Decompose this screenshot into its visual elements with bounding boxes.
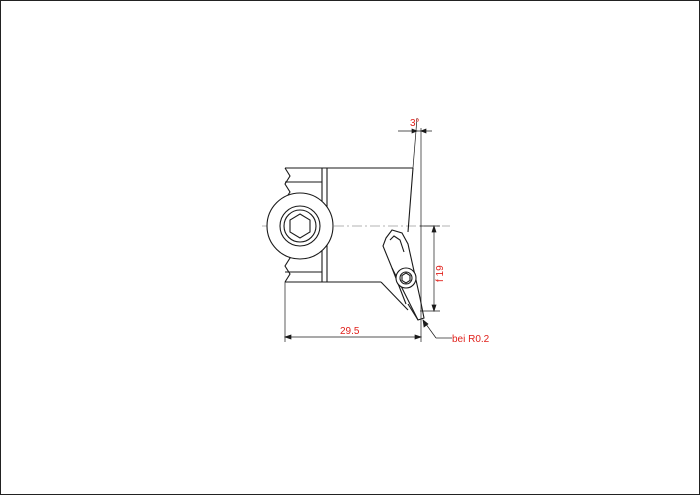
height-dimension-label: f 19 <box>435 265 446 282</box>
height-dimension <box>420 224 440 313</box>
tool-holder-body <box>284 167 414 311</box>
width-dimension-label: 29.5 <box>340 326 360 337</box>
radius-leader <box>422 319 452 339</box>
width-dimension <box>283 282 423 342</box>
clamp-screw <box>266 192 334 260</box>
angle-dimension-label: 3° <box>410 118 420 129</box>
radius-note-label: bei R0.2 <box>452 334 490 345</box>
insert-screw <box>395 267 417 289</box>
angle-dimension <box>398 117 432 318</box>
